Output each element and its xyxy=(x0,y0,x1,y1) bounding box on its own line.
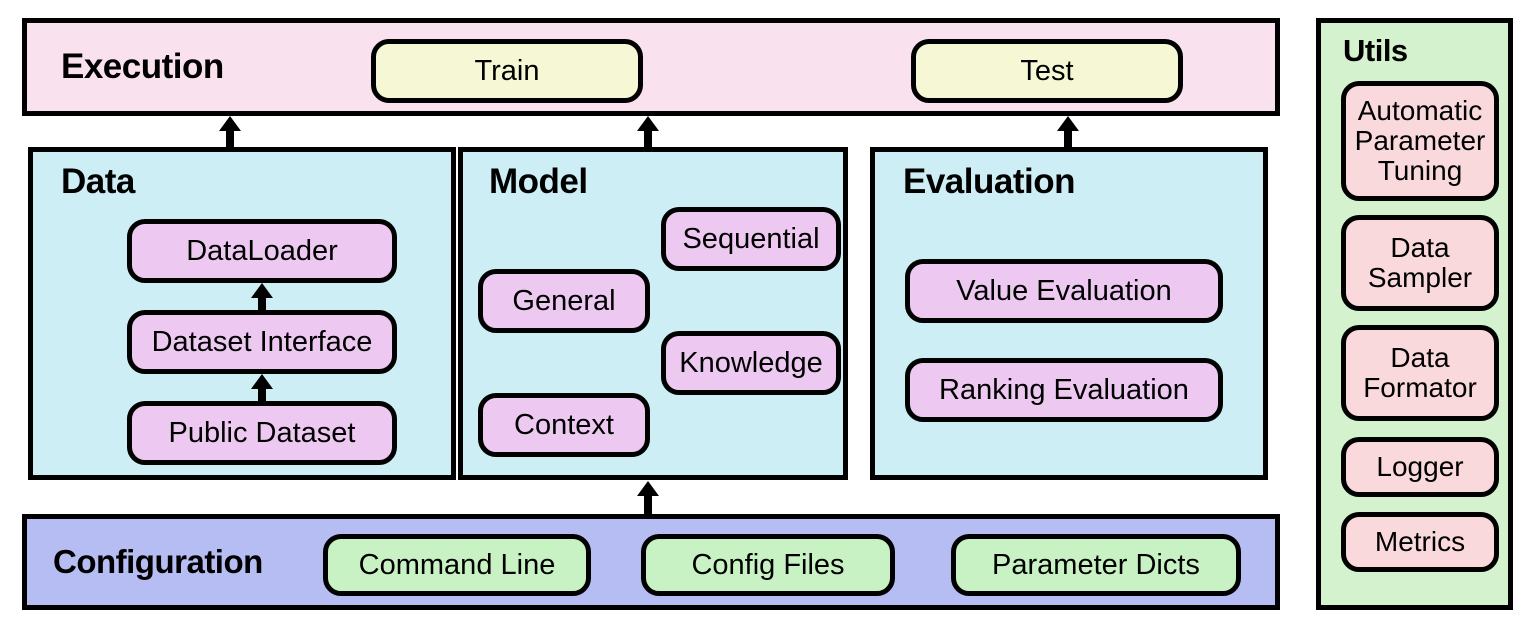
metrics-node[interactable]: Metrics xyxy=(1341,512,1499,572)
command-line-node-label: Command Line xyxy=(358,548,556,581)
evaluation-panel: Evaluation Value Evaluation Ranking Eval… xyxy=(870,147,1268,480)
dataloader-node-label: DataLoader xyxy=(186,234,338,267)
dataset-interface-node-label: Dataset Interface xyxy=(151,325,373,358)
execution-panel: Execution Train Test xyxy=(22,18,1280,116)
arrow-evaluation-to-execution xyxy=(1057,116,1079,147)
utils-panel-title: Utils xyxy=(1343,33,1408,68)
value-evaluation-node-label: Value Evaluation xyxy=(956,274,1172,307)
data-panel-title: Data xyxy=(61,162,135,201)
configuration-panel-title: Configuration xyxy=(53,543,263,580)
context-node-label: Context xyxy=(514,408,614,441)
knowledge-node[interactable]: Knowledge xyxy=(661,331,841,395)
config-files-node[interactable]: Config Files xyxy=(641,534,895,596)
dataloader-node[interactable]: DataLoader xyxy=(127,219,397,283)
automatic-parameter-tuning-node[interactable]: Automatic Parameter Tuning xyxy=(1341,81,1499,201)
dataset-interface-node[interactable]: Dataset Interface xyxy=(127,310,397,374)
public-dataset-node[interactable]: Public Dataset xyxy=(127,401,397,465)
general-node[interactable]: General xyxy=(478,269,650,333)
ranking-evaluation-node[interactable]: Ranking Evaluation xyxy=(905,358,1223,422)
arrow-configuration-to-model xyxy=(637,481,659,514)
value-evaluation-node[interactable]: Value Evaluation xyxy=(905,259,1223,323)
utils-panel: Utils Automatic Parameter Tuning Data Sa… xyxy=(1316,18,1513,610)
knowledge-node-label: Knowledge xyxy=(679,346,823,379)
data-sampler-node-label: Data Sampler xyxy=(1367,232,1473,293)
execution-panel-title: Execution xyxy=(61,47,224,86)
public-dataset-node-label: Public Dataset xyxy=(168,416,356,449)
command-line-node[interactable]: Command Line xyxy=(323,534,591,596)
general-node-label: General xyxy=(512,284,616,317)
data-sampler-node[interactable]: Data Sampler xyxy=(1341,215,1499,311)
model-panel-title: Model xyxy=(489,162,588,201)
data-panel: Data DataLoader Dataset Interface Public… xyxy=(28,147,456,480)
logger-node[interactable]: Logger xyxy=(1341,437,1499,497)
model-panel: Model Sequential General Knowledge Conte… xyxy=(458,147,848,480)
arrow-public-dataset-to-dataset-interface xyxy=(251,374,273,404)
arrow-dataset-interface-to-dataloader xyxy=(251,283,273,313)
train-node[interactable]: Train xyxy=(371,39,643,103)
arrow-data-to-execution xyxy=(219,116,241,147)
test-node[interactable]: Test xyxy=(911,39,1183,103)
context-node[interactable]: Context xyxy=(478,393,650,457)
parameter-dicts-node[interactable]: Parameter Dicts xyxy=(951,534,1241,596)
automatic-parameter-tuning-node-label: Automatic Parameter Tuning xyxy=(1354,95,1486,186)
sequential-node[interactable]: Sequential xyxy=(661,207,841,271)
ranking-evaluation-node-label: Ranking Evaluation xyxy=(939,373,1189,406)
sequential-node-label: Sequential xyxy=(682,222,820,255)
configuration-panel: Configuration Command Line Config Files … xyxy=(22,514,1280,610)
config-files-node-label: Config Files xyxy=(691,548,845,581)
data-formator-node-label: Data Formator xyxy=(1363,342,1477,403)
train-node-label: Train xyxy=(474,54,540,87)
logger-node-label: Logger xyxy=(1376,451,1464,483)
parameter-dicts-node-label: Parameter Dicts xyxy=(992,548,1200,581)
data-formator-node[interactable]: Data Formator xyxy=(1341,325,1499,421)
evaluation-panel-title: Evaluation xyxy=(903,162,1075,201)
test-node-label: Test xyxy=(1020,54,1074,87)
arrow-model-to-execution xyxy=(637,116,659,147)
metrics-node-label: Metrics xyxy=(1374,526,1466,558)
